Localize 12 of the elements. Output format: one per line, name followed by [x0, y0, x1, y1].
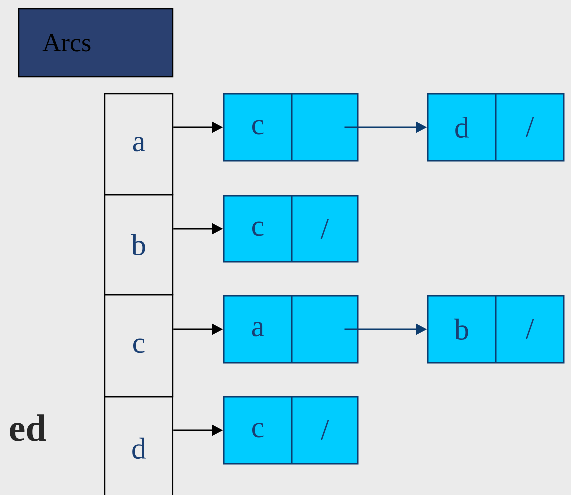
array-cell: b	[104, 194, 174, 296]
array-cell: c	[104, 294, 174, 398]
heading-fragment: ed	[10, 414, 46, 442]
list-record: c /	[223, 195, 359, 263]
list-record: b /	[427, 295, 565, 364]
list-record: a	[223, 295, 359, 364]
list-record: c	[223, 93, 359, 162]
array-cell: a	[104, 93, 174, 196]
title-box: Arcs	[18, 8, 174, 78]
list-record: c /	[223, 396, 359, 465]
array-cell: d	[104, 396, 174, 495]
list-record: d /	[427, 93, 565, 162]
